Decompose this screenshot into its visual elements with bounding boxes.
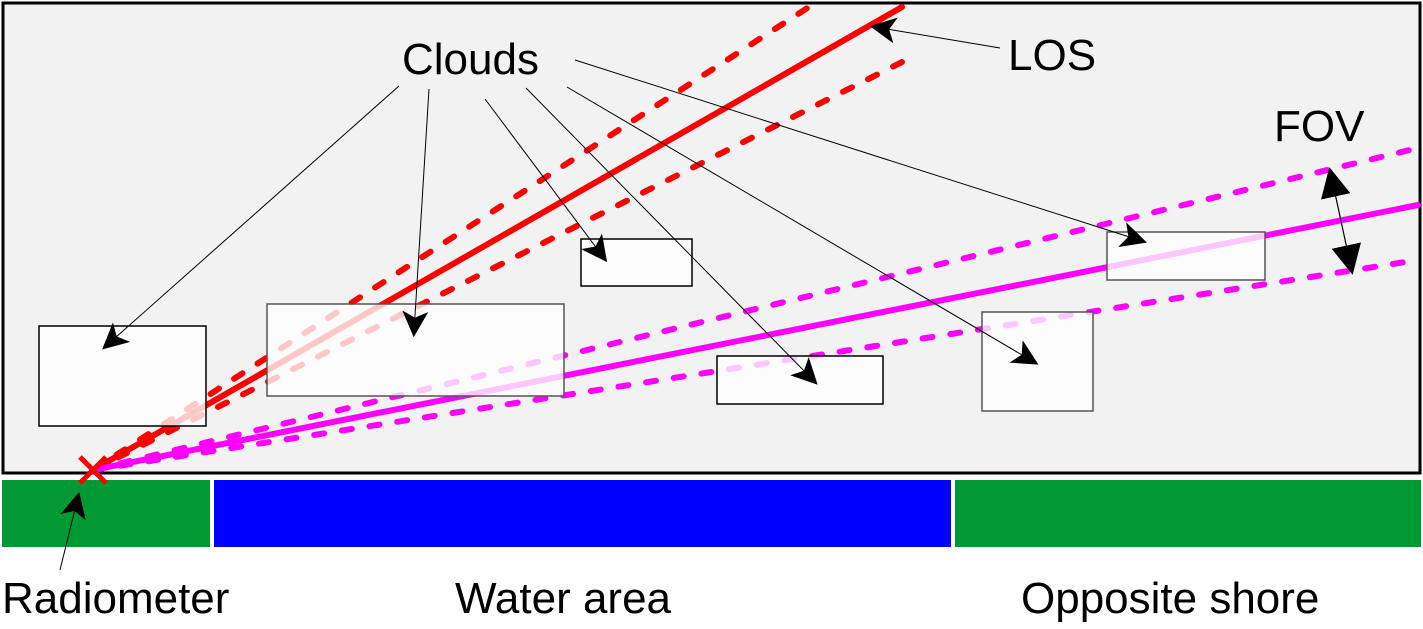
fov-label: FOV	[1274, 102, 1365, 151]
clouds-layer	[38, 231, 1266, 427]
ground-strip	[2, 480, 1421, 547]
radiometer-label: Radiometer	[2, 574, 229, 623]
opposite-shore-land	[955, 480, 1421, 547]
radiometer-callout-arrow	[59, 491, 86, 571]
callout-arrow-cloud-1	[102, 85, 400, 350]
cloud-1	[38, 325, 207, 427]
los-callout-arrow	[869, 17, 1001, 49]
opposite-shore-label: Opposite shore	[1021, 574, 1319, 623]
steep-fov-lower-edge	[90, 59, 905, 473]
callout-arrow-cloud-6	[574, 59, 1147, 248]
cloud-2	[266, 303, 565, 397]
cloud-3	[580, 238, 693, 287]
cloud-4	[716, 355, 884, 405]
cloud-6	[1106, 231, 1266, 281]
water-area-label: Water area	[455, 574, 672, 623]
cloud-5	[981, 311, 1094, 412]
near-shore-land	[2, 480, 210, 547]
cloud-callouts	[102, 59, 1147, 385]
clouds-label: Clouds	[402, 35, 539, 84]
los-label: LOS	[1008, 31, 1096, 80]
radiometer-cross-stroke-2	[78, 455, 108, 485]
fov-double-arrow	[1321, 167, 1361, 275]
water-area	[214, 480, 951, 547]
steep-beam	[90, 2, 905, 473]
steep-line-of-sight	[90, 4, 905, 473]
callout-arrow-cloud-4	[525, 87, 818, 385]
steep-fov-upper-edge	[90, 2, 815, 473]
callout-arrow-cloud-2	[402, 88, 430, 338]
shallow-fov-upper-edge	[90, 145, 1421, 473]
callout-arrow-cloud-5	[566, 86, 1039, 365]
callout-arrow-cloud-3	[484, 98, 608, 263]
radiometer-marker	[78, 455, 108, 485]
